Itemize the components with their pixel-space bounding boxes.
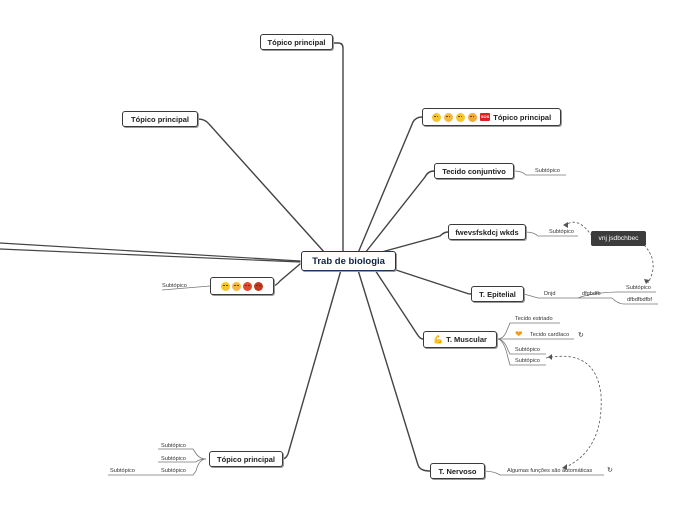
- branch-top-center: [332, 42, 344, 254]
- callout-label: vnj jsdbchbec: [598, 235, 639, 242]
- topic-label: Tópico principal: [267, 37, 326, 47]
- subtopic-emoji[interactable]: Subtópico: [162, 283, 187, 289]
- subtopic-epitelial-dnjd[interactable]: Dnjd: [544, 291, 556, 297]
- topic-nervoso[interactable]: T. Nervoso: [430, 463, 485, 479]
- branch-fwevs: [377, 231, 449, 254]
- topic-label: Tópico principal: [131, 114, 189, 124]
- branch-muscular: [374, 269, 424, 340]
- partying-face-icon: [443, 112, 453, 122]
- branch-top-left: [197, 118, 326, 254]
- topic-emoji[interactable]: SOS Tópico principal: [422, 108, 561, 126]
- subtopic-bottom-left-d[interactable]: Subtópico: [110, 468, 135, 474]
- callout-note[interactable]: vnj jsdbchbec: [591, 231, 646, 246]
- root-label: Trab de biologia: [312, 255, 385, 267]
- topic-label: Tópico principal: [493, 112, 552, 122]
- weary-face-icon: [232, 281, 241, 291]
- subtopic-tecido-estriado[interactable]: Tecido estriado: [515, 316, 553, 322]
- relation-muscular-nervoso: [545, 355, 602, 469]
- subtopic-epitelial-dfgbdfb[interactable]: dfgbdfb: [582, 291, 601, 297]
- topic-bottom-left[interactable]: Tópico principal: [209, 451, 283, 467]
- topic-label: T. Nervoso: [438, 466, 477, 476]
- branch-tecido: [364, 170, 435, 254]
- topic-label: fwevsfskdcj wkds: [455, 227, 519, 237]
- subtopic-epitelial-dfbdfbdfbf[interactable]: dfbdfbdfbf: [627, 297, 652, 303]
- topic-epitelial[interactable]: T. Epitelial: [471, 286, 524, 302]
- star-struck-icon: [467, 112, 477, 122]
- subtopic-tecido-cardiaco[interactable]: Tecido cardíaco: [530, 332, 570, 338]
- flexed-biceps-icon: 💪: [433, 335, 444, 344]
- branch-nervoso: [357, 269, 431, 472]
- branch-emoji-topic: [357, 116, 423, 254]
- branch-epitelial: [389, 267, 472, 295]
- topic-label: Tópico principal: [217, 454, 275, 464]
- subtopic-bottom-left-b[interactable]: Subtópico: [161, 456, 186, 462]
- topic-label: T. Epitelial: [479, 289, 516, 299]
- subtopic-tecido[interactable]: Subtópico: [535, 168, 560, 174]
- subtopic-muscular-d[interactable]: Subtópico: [515, 358, 540, 364]
- subtopic-fwevs[interactable]: Subtópico: [549, 229, 574, 235]
- topic-label: T. Muscular: [446, 335, 487, 344]
- branch-bottom-left: [281, 269, 342, 460]
- topic-label: Tecido conjuntivo: [442, 166, 506, 176]
- topic-top-center[interactable]: Tópico principal: [260, 34, 333, 50]
- topic-top-left[interactable]: Tópico principal: [122, 111, 198, 127]
- link-icon[interactable]: ↻: [607, 467, 613, 474]
- topic-fwevs[interactable]: fwevsfskdcj wkds: [448, 224, 526, 240]
- branch-off-left-a: [0, 242, 301, 262]
- topic-tecido-conjuntivo[interactable]: Tecido conjuntivo: [434, 163, 514, 179]
- smiling-face-icon: [455, 112, 465, 122]
- relation-callout-epitelial: [643, 244, 654, 284]
- cursing-face-icon: [254, 281, 263, 291]
- topic-emoji-faces[interactable]: [210, 277, 274, 295]
- angry-face-icon: [243, 281, 252, 291]
- grinning-face-icon: [431, 112, 441, 122]
- subtopic-epitelial-subtopico[interactable]: Subtópico: [626, 285, 651, 291]
- subtopic-bottom-left-a[interactable]: Subtópico: [161, 443, 186, 449]
- subtopic-bottom-left-c[interactable]: Subtópico: [161, 468, 186, 474]
- relation-fwevs-callout: [565, 221, 593, 237]
- topic-muscular[interactable]: 💪 T. Muscular: [423, 331, 497, 348]
- subtopic-funcoes-automaticas[interactable]: Algumas funções são automáticas: [507, 468, 593, 474]
- link-icon[interactable]: ↻: [578, 332, 584, 339]
- orange-heart-icon: ❤: [515, 329, 523, 339]
- sos-icon: SOS: [479, 113, 491, 121]
- subtopic-muscular-c[interactable]: Subtópico: [515, 347, 540, 353]
- branch-off-left-b: [0, 248, 301, 263]
- root-node[interactable]: Trab de biologia: [301, 251, 396, 271]
- branch-emoji-node: [271, 263, 301, 287]
- persevering-face-icon: [221, 281, 230, 291]
